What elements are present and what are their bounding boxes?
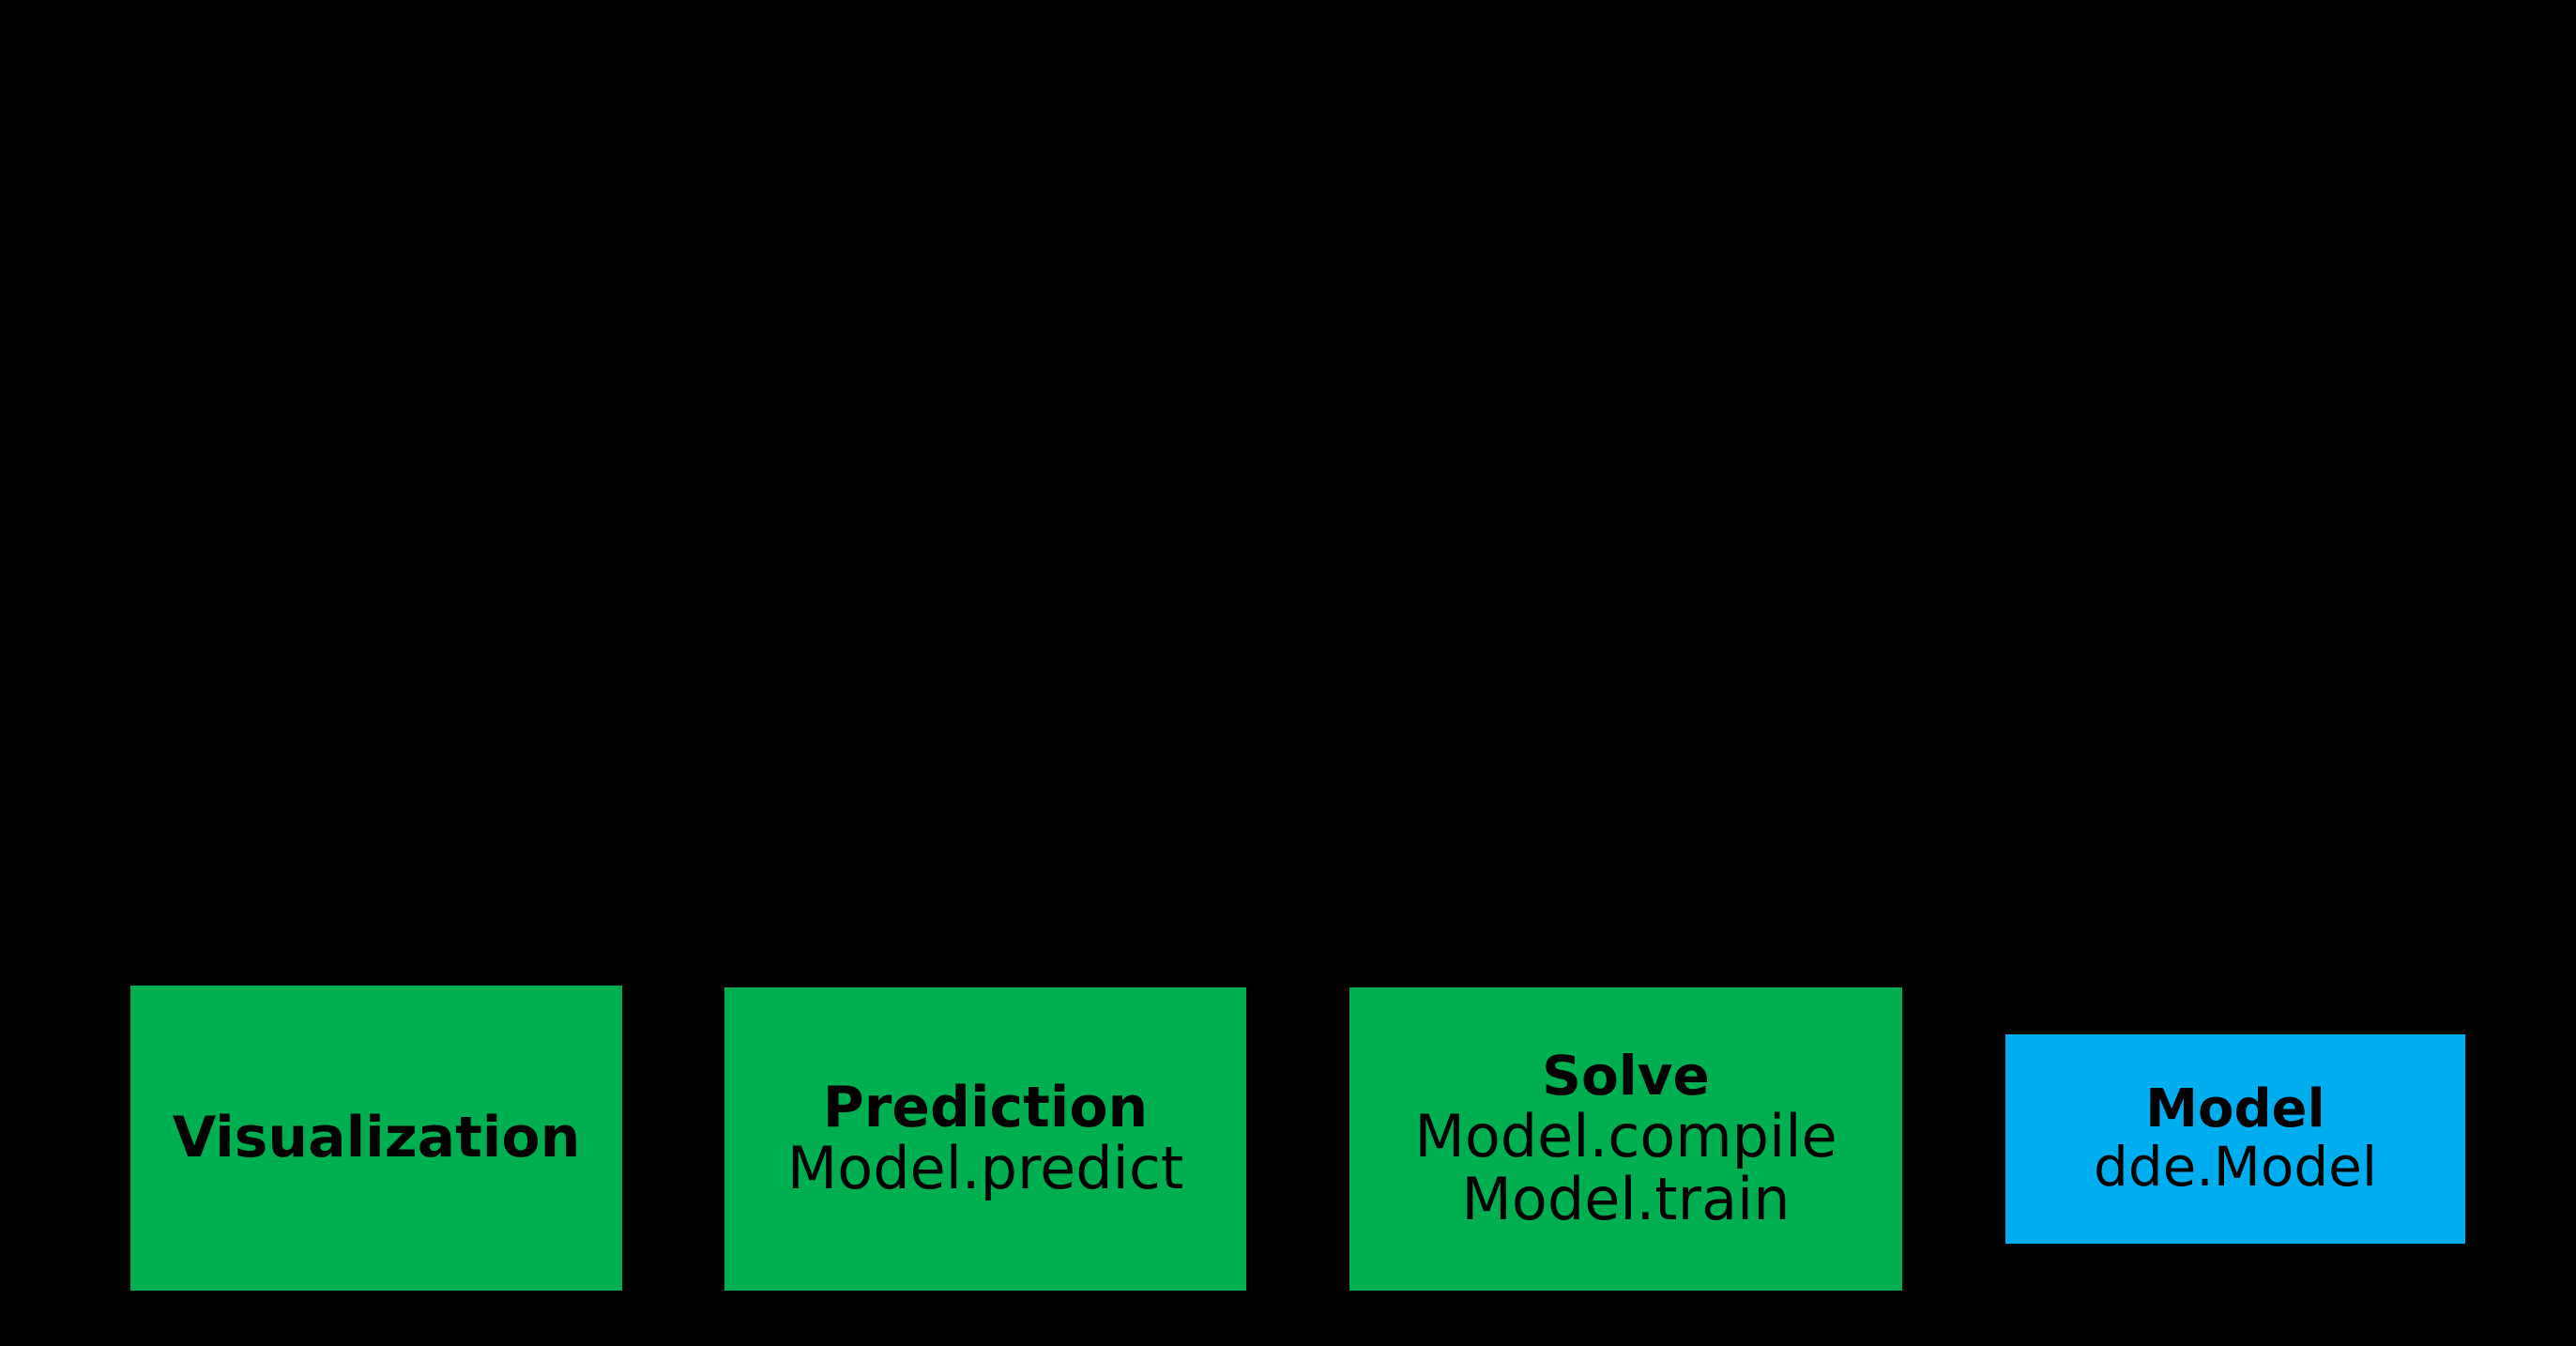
node-model-title: Model	[2145, 1078, 2325, 1140]
node-solve-title: Solve	[1542, 1044, 1710, 1109]
node-model[interactable]: Model dde.Model	[2005, 1034, 2465, 1244]
node-visualization-title: Visualization	[172, 1105, 581, 1171]
node-solve-api-1: Model.train	[1461, 1164, 1791, 1233]
node-prediction-title: Prediction	[822, 1074, 1149, 1140]
node-prediction[interactable]: Prediction Model.predict	[724, 987, 1246, 1291]
node-visualization[interactable]: Visualization	[130, 986, 622, 1291]
node-solve[interactable]: Solve Model.compile Model.train	[1349, 987, 1902, 1291]
node-prediction-api-0: Model.predict	[786, 1134, 1184, 1203]
diagram-empty-region	[0, 0, 2576, 976]
node-model-api-0: dde.Model	[2094, 1135, 2377, 1200]
node-solve-api-0: Model.compile	[1414, 1101, 1837, 1170]
